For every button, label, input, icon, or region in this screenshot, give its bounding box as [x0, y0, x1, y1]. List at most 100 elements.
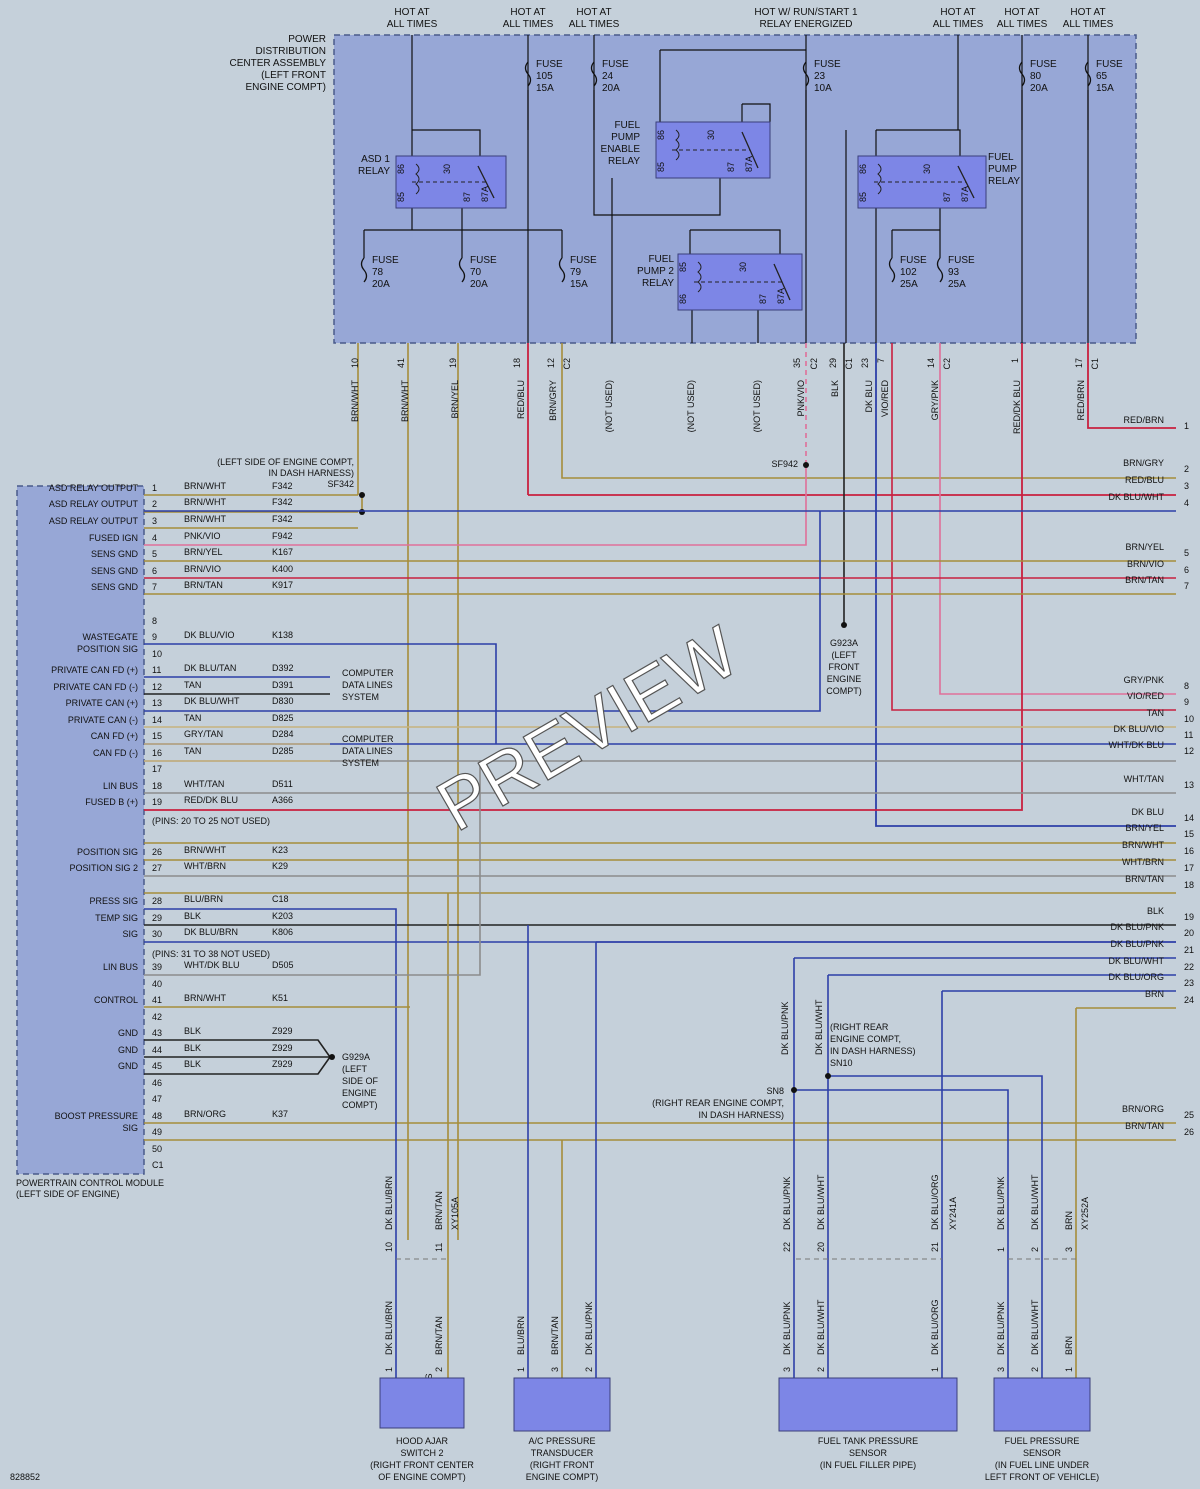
- relay-pin: 85: [678, 262, 688, 272]
- pcm-pin: 1: [152, 483, 157, 493]
- pcm-pin: 48: [152, 1111, 162, 1121]
- relay-pin: 30: [442, 164, 452, 174]
- wire: [593, 90, 721, 216]
- wire: [144, 465, 807, 546]
- vertical-wire-label: 1: [384, 1367, 394, 1372]
- right-wire-label: BRN/YEL: [1125, 542, 1164, 552]
- pcm-circuit: K37: [272, 1109, 288, 1119]
- pcm-circuit: D825: [272, 713, 294, 723]
- pdc-wire-label: (NOT USED): [752, 380, 762, 432]
- vertical-wire-label: XY252A: [1080, 1197, 1090, 1230]
- pcm-signal: SENS GND: [91, 566, 139, 576]
- wire-layer: [144, 35, 1176, 1378]
- pcm-pin: 39: [152, 962, 162, 972]
- pdc-wire-label: (NOT USED): [686, 380, 696, 432]
- pcm-connector: C1: [152, 1160, 164, 1170]
- pcm-pin: 44: [152, 1045, 162, 1055]
- right-wire-label: BRN/ORG: [1122, 1104, 1164, 1114]
- pcm-pin: 17: [152, 764, 162, 774]
- fuse-symbol: [360, 257, 368, 283]
- vertical-wire-label: 2: [1030, 1367, 1040, 1372]
- relay-coil: [675, 129, 680, 161]
- vertical-wire-label: DK BLU/WHT: [1030, 1299, 1040, 1355]
- relay-pin: 86: [858, 164, 868, 174]
- pcm-pin: 12: [152, 682, 162, 692]
- pcm-circuit: D830: [272, 696, 294, 706]
- right-pin-number: 13: [1184, 780, 1194, 790]
- pcm-circuit: D285: [272, 746, 294, 756]
- pcm-signal: PRIVATE CAN (-): [68, 715, 138, 725]
- relay-pin: 87: [758, 294, 768, 304]
- vertical-wire-label: BRN/TAN: [550, 1316, 560, 1355]
- pcm-signal: LIN BUS: [103, 962, 138, 972]
- wire: [742, 103, 771, 122]
- fuel-tank-pressure-sensor: [778, 1377, 958, 1432]
- right-pin-number: 20: [1184, 928, 1194, 938]
- wire: [891, 343, 1176, 711]
- pcm-signal: FUSED IGN: [89, 533, 138, 543]
- right-pin-number: 9: [1184, 697, 1189, 707]
- vertical-wire-label: 22: [782, 1242, 792, 1252]
- pdc-wire-label: PNK/VIO: [796, 380, 806, 417]
- pdc-pin: 23: [860, 358, 870, 368]
- pdc-wire-label: GRY/PNK: [930, 380, 940, 420]
- relay-pin: 87A: [960, 186, 970, 202]
- pcm-gap-note: (PINS: 31 TO 38 NOT USED): [152, 949, 270, 959]
- pcm-circuit: K167: [272, 547, 293, 557]
- pcm-wire-color: BRN/WHT: [184, 845, 226, 855]
- pcm-pin: 29: [152, 913, 162, 923]
- pcm-pin: 4: [152, 533, 157, 543]
- pcm-pin: 42: [152, 1012, 162, 1022]
- pcm-signal: POSITION SIG 2: [69, 863, 138, 873]
- splice-dot: [791, 1087, 797, 1093]
- pdc-wire-label: DK BLU: [864, 380, 874, 413]
- pcm-wire-color: BRN/TAN: [184, 580, 223, 590]
- pcm-signal: TEMP SIG: [95, 913, 138, 923]
- relay-pin: 30: [738, 262, 748, 272]
- vertical-wire-label: BRN: [1064, 1336, 1074, 1355]
- pdc-pin: 1: [1010, 358, 1020, 363]
- pcm-pin: 8: [152, 616, 157, 626]
- wire: [561, 343, 1176, 479]
- vertical-wire-label: DK BLU/WHT: [814, 999, 824, 1055]
- right-wire-label: BRN/YEL: [1125, 823, 1164, 833]
- pcm-wire-color: TAN: [184, 713, 201, 723]
- relay-pin: 87: [726, 162, 736, 172]
- right-wire-label: BRN/VIO: [1127, 559, 1164, 569]
- pcm-pin: 43: [152, 1028, 162, 1038]
- pdc-pin: 17: [1074, 358, 1084, 368]
- pcm-circuit: Z929: [272, 1043, 293, 1053]
- wire: [876, 129, 961, 156]
- right-pin-number: 5: [1184, 548, 1189, 558]
- right-pin-number: 23: [1184, 978, 1194, 988]
- pcm-pin: 11: [152, 665, 161, 675]
- relay-pin: 30: [706, 130, 716, 140]
- pcm-wire-color: DK BLU/BRN: [184, 927, 238, 937]
- vertical-wire-label: DK BLU/PNK: [782, 1301, 792, 1355]
- pcm-circuit: K203: [272, 911, 293, 921]
- wire: [144, 1056, 331, 1075]
- pcm-wire-color: BLU/BRN: [184, 894, 223, 904]
- pdc-wire-label: BLK: [830, 380, 840, 397]
- pcm-circuit: F342: [272, 481, 293, 491]
- right-pin-number: 6: [1184, 565, 1189, 575]
- vertical-wire-label: 1: [516, 1367, 526, 1372]
- relay-pin: 86: [678, 294, 688, 304]
- right-pin-number: 24: [1184, 995, 1194, 1005]
- pdc-pin: 35: [792, 358, 802, 368]
- pcm-pin: 7: [152, 582, 157, 592]
- pdc-pin: C2: [809, 358, 819, 370]
